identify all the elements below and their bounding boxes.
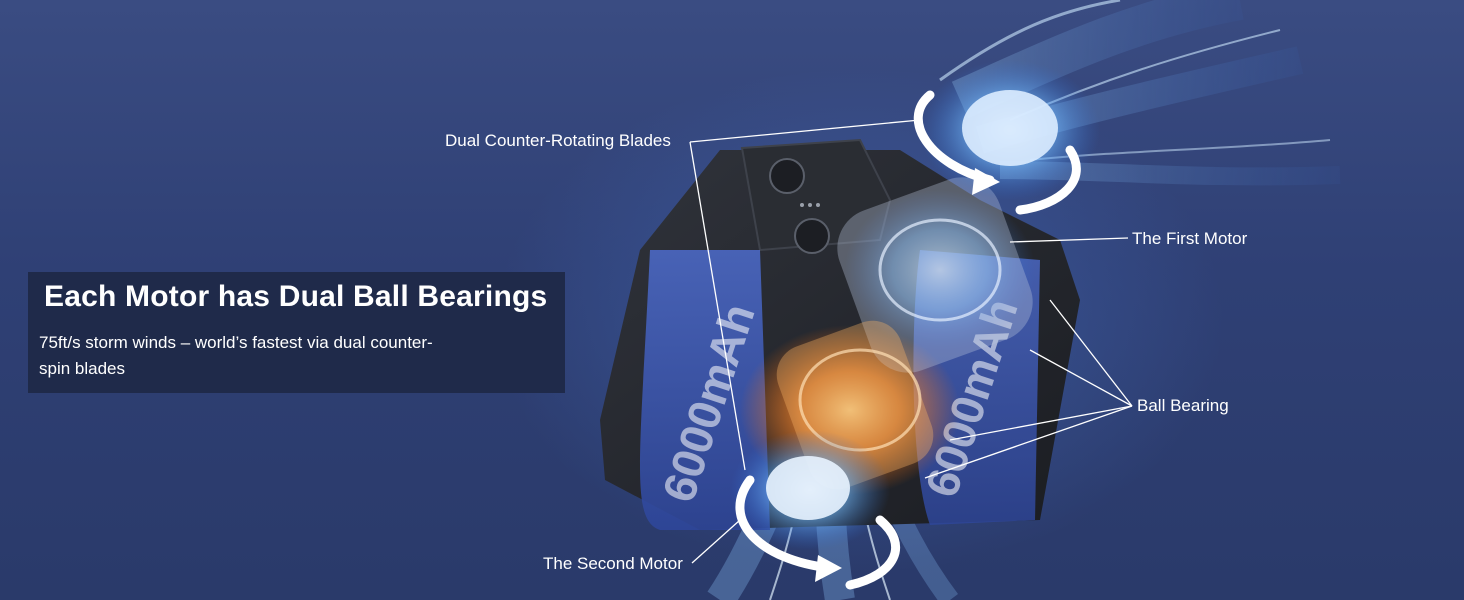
battery-cell-left <box>640 250 770 530</box>
top-blade <box>920 60 1100 200</box>
hero-panel: Each Motor has Dual Ball Bearings 75ft/s… <box>28 272 565 393</box>
callout-dual-blades: Dual Counter-Rotating Blades <box>445 131 671 150</box>
callout-second-motor: The Second Motor <box>543 554 683 573</box>
callout-first-motor: The First Motor <box>1132 229 1248 248</box>
rotation-arrows <box>735 90 1081 590</box>
bottom-rotation-arrow-icon <box>735 475 835 573</box>
power-button-icon <box>769 158 805 194</box>
callout-ball-bearing: Ball Bearing <box>1137 396 1229 415</box>
hero-title: Each Motor has Dual Ball Bearings <box>44 280 548 313</box>
top-rotation-arrow-icon <box>913 90 995 185</box>
mode-button-icon <box>794 218 830 254</box>
bottom-blade <box>730 430 890 550</box>
callout-leader-lines <box>689 119 1133 564</box>
hero-subtitle: 75ft/s storm winds – world’s fastest via… <box>39 333 433 378</box>
